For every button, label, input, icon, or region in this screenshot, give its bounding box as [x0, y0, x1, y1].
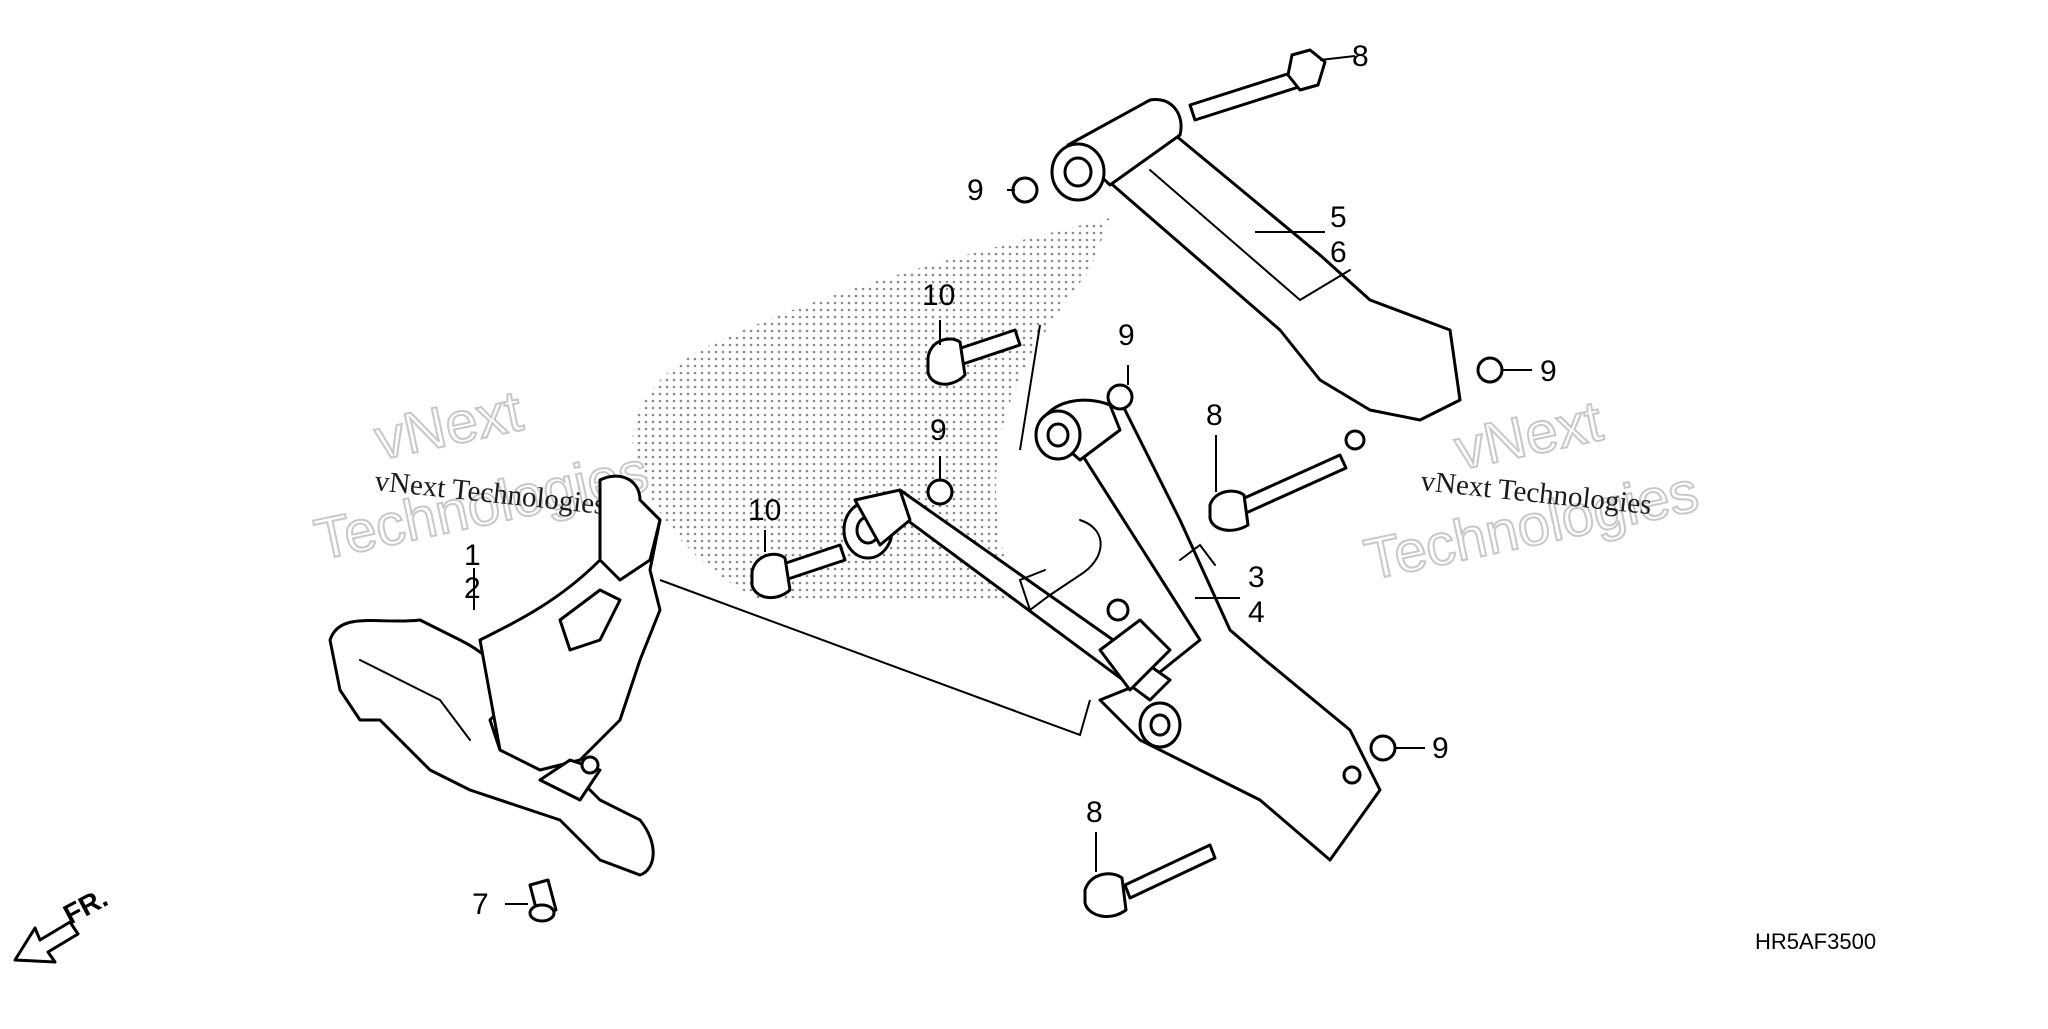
- upper-arm-part: [1050, 97, 1462, 451]
- watermark-right-line1: vNext: [1449, 388, 1608, 482]
- lower-arm-part: [842, 398, 1382, 862]
- callout-8-top: 8: [1352, 40, 1369, 73]
- callout-7: 7: [472, 888, 489, 921]
- nut-9-right: [1476, 356, 1504, 384]
- callout-9-center: 9: [1118, 319, 1135, 352]
- front-direction-arrow-icon: [13, 920, 80, 964]
- callout-9-lower-right: 9: [1432, 732, 1449, 765]
- callout-10-top: 10: [922, 279, 955, 312]
- nut-9-topleft: [1011, 176, 1039, 204]
- bolt-top: [1188, 48, 1327, 122]
- bolt-8-mid: [1208, 453, 1348, 532]
- callout-1: 1: [464, 539, 481, 572]
- bolt-8-bottom: [1083, 843, 1217, 918]
- callout-9-upper-mid: 9: [930, 414, 947, 447]
- diagram-code: HR5AF3500: [1755, 929, 1876, 954]
- watermark-right: vNext Technologies vNext Technologies: [1358, 387, 1705, 593]
- bolt-10-top: [926, 328, 1022, 386]
- nut-9-center: [1106, 383, 1134, 411]
- screw-7: [528, 878, 558, 923]
- callout-4: 4: [1248, 596, 1265, 629]
- nut-9-lower-right: [1369, 734, 1397, 762]
- callout-2: 2: [464, 572, 481, 605]
- bolt-10-left: [750, 543, 847, 600]
- callout-8-bottom: 8: [1086, 796, 1103, 829]
- callout-9-topleft: 9: [967, 174, 984, 207]
- callout-10-left: 10: [748, 494, 781, 527]
- nut-9-upper-mid: [926, 478, 954, 506]
- callout-9-right: 9: [1540, 355, 1557, 388]
- callout-8-mid: 8: [1206, 399, 1223, 432]
- watermark-left-line1: vNext: [369, 378, 528, 472]
- nut-9-small-center: [1106, 598, 1130, 622]
- guard-part: [328, 474, 662, 877]
- callout-3: 3: [1248, 561, 1265, 594]
- callout-6: 6: [1330, 236, 1347, 269]
- callout-5: 5: [1330, 201, 1347, 234]
- frame-shadow-stipple: [632, 218, 1110, 600]
